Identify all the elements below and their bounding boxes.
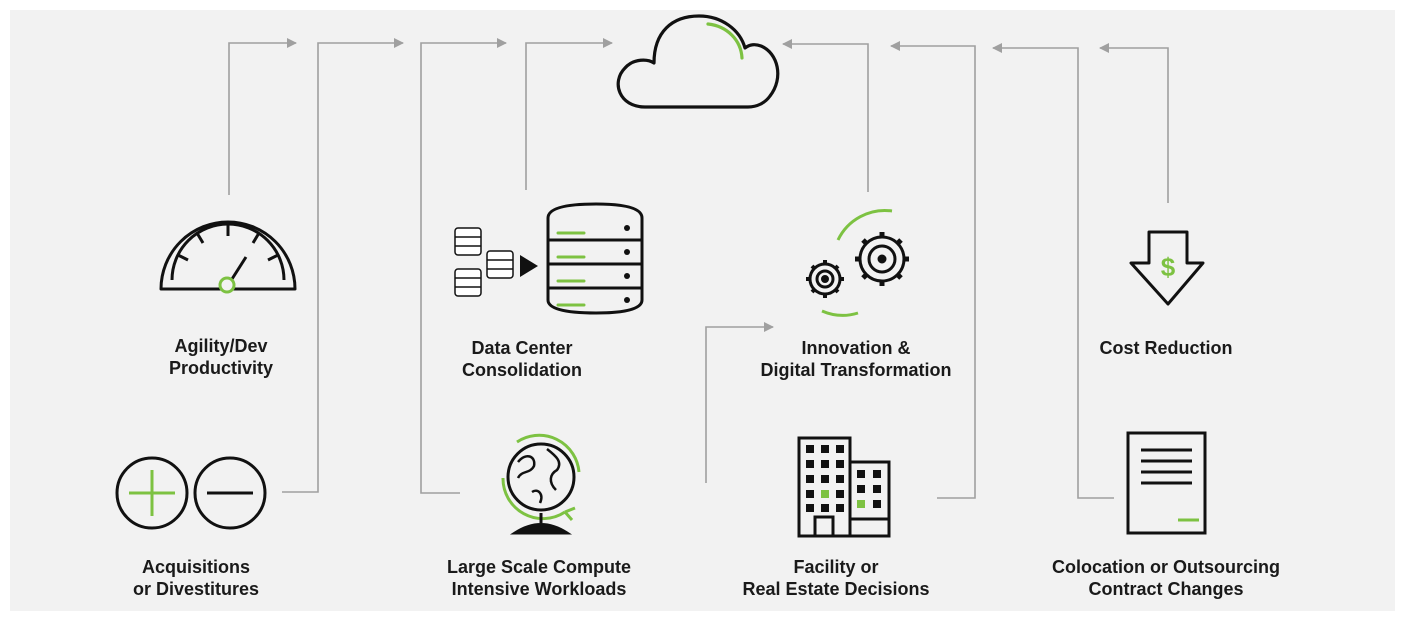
label-compute: Large Scale Compute Intensive Workloads — [446, 557, 632, 599]
connector-cost — [1099, 43, 1169, 203]
svg-text:$: $ — [1161, 252, 1176, 282]
plus-minus-icon — [115, 456, 267, 530]
label-data-center: Data Center Consolidation — [462, 338, 582, 380]
contract-document-icon — [1126, 431, 1207, 535]
connector-acquisitions — [282, 38, 404, 493]
connector-facility — [890, 41, 976, 499]
globe-icon — [501, 433, 581, 535]
label-colocation: Colocation or Outsourcing Contract Chang… — [1052, 557, 1280, 599]
connector-facility-innovation — [705, 322, 774, 483]
label-agility: Agility/Dev Productivity — [168, 336, 274, 378]
diagram-background — [10, 10, 1395, 611]
connector-innovation — [782, 39, 869, 192]
database-icon — [454, 202, 644, 315]
label-acquisitions: Acquisitions or Divestitures — [132, 557, 260, 599]
connector-compute — [420, 38, 507, 494]
dollar-down-arrow-icon: $ — [1129, 230, 1205, 306]
cloud-icon — [616, 14, 780, 109]
label-cost-reduction: Cost Reduction — [1099, 338, 1233, 358]
connector-data-center — [525, 38, 613, 190]
gears-icon — [806, 209, 909, 317]
label-facility: Facility or Real Estate Decisions — [742, 557, 930, 599]
speedometer-icon — [159, 220, 297, 294]
label-innovation: Innovation & Digital Transformation — [760, 338, 952, 380]
building-icon — [797, 436, 891, 538]
connector-colocation — [992, 43, 1114, 499]
connector-agility — [228, 38, 297, 195]
